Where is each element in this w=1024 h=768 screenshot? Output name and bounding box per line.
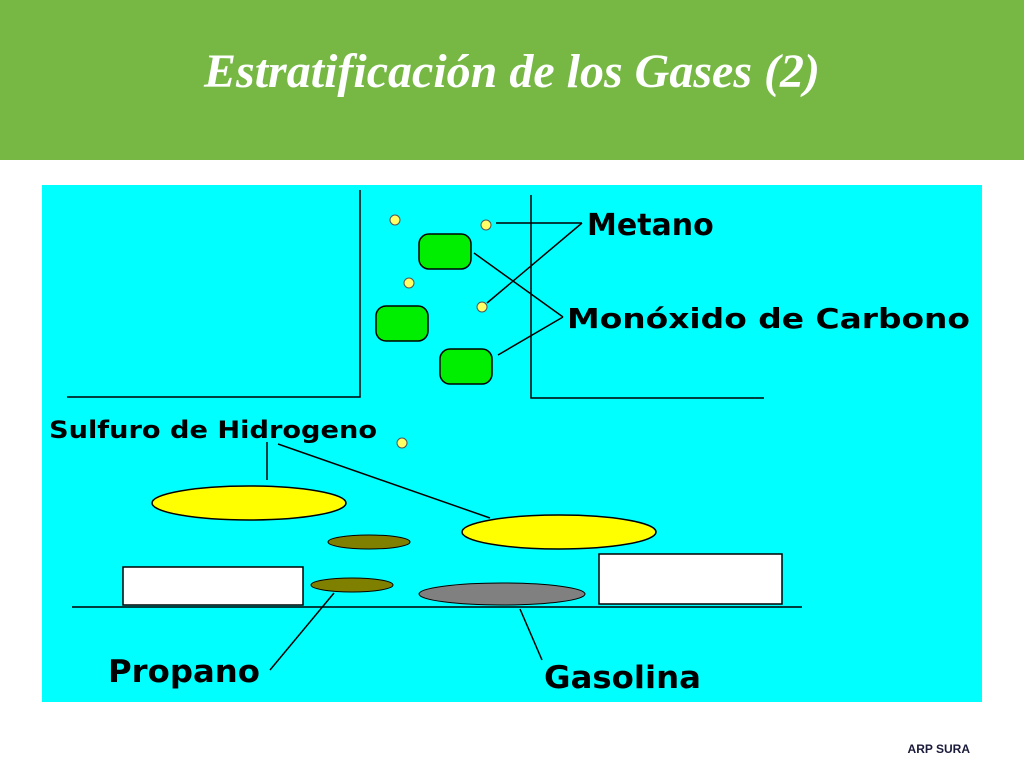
title-bar: Estratificación de los Gases (2) [0,0,1024,160]
monoxido-leader-line [497,316,564,356]
metano-molecule [403,277,415,289]
monoxido-molecule [375,305,429,342]
slide-title: Estratificación de los Gases (2) [204,45,820,98]
footer-brand: ARP SURA [907,742,970,756]
metano-molecule [396,437,408,449]
metano-molecule [476,301,488,313]
floor-block-right [598,553,783,605]
gasolina-layer [418,582,586,606]
monoxido-molecule [439,348,493,385]
metano-molecule [480,219,492,231]
propano-layer [310,577,394,593]
sulfuro-layer [461,514,657,550]
propano-layer [327,534,411,550]
gas-stratification-diagram: Metano Monóxido de Carbono Sulfuro de Hi… [42,185,982,702]
sulfuro-leader-line [277,443,491,519]
monoxido-leader-line [473,252,564,318]
monoxido-molecule [418,233,472,270]
left-wall-line [67,190,361,398]
propano-leader-line [269,592,335,671]
diagram-background [42,185,982,702]
label-propano: Propano [108,654,260,690]
sulfuro-layer [151,485,347,521]
label-gasolina: Gasolina [544,660,701,696]
label-monoxido: Monóxido de Carbono [567,302,970,335]
metano-leader-line [486,222,583,304]
label-sulfuro: Sulfuro de Hidrogeno [49,416,377,444]
floor-block-left [122,566,304,606]
label-metano: Metano [587,208,714,243]
diagram-canvas: Metano Monóxido de Carbono Sulfuro de Hi… [42,185,982,702]
metano-molecule [389,214,401,226]
gasolina-leader-line [519,608,543,661]
right-wall-line [530,195,764,399]
